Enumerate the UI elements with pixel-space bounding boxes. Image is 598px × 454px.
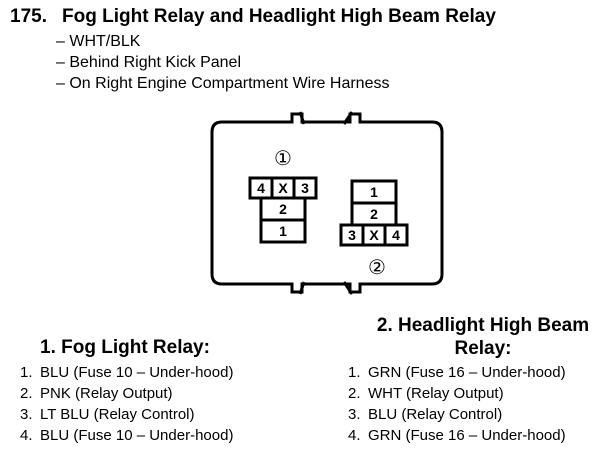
list-item: 4.GRN (Fuse 16 – Under-hood) bbox=[348, 427, 566, 444]
detail-location: – Behind Right Kick Panel bbox=[56, 54, 241, 71]
list-item: 2.WHT (Relay Output) bbox=[348, 385, 504, 402]
relay2-pin-2: 2 bbox=[370, 206, 378, 222]
relay1-pin-2: 2 bbox=[279, 201, 287, 217]
relay2-pin-list: 1.GRN (Fuse 16 – Under-hood) 2.WHT (Rela… bbox=[348, 362, 566, 446]
title-number: 175. bbox=[10, 6, 47, 27]
detail-list: – WHT/BLK – Behind Right Kick Panel – On… bbox=[56, 31, 389, 94]
relay2-pin-x: X bbox=[369, 227, 379, 243]
list-item: 1.BLU (Fuse 10 – Under-hood) bbox=[20, 364, 234, 381]
relay1-pin-3: 3 bbox=[301, 180, 309, 196]
relay2-pin-3: 3 bbox=[348, 227, 356, 243]
relay1-cell-bottom bbox=[259, 218, 307, 244]
relay2-pin-1: 1 bbox=[370, 184, 378, 200]
relay2-marker: ② bbox=[368, 257, 386, 279]
detail-harness: – On Right Engine Compartment Wire Harne… bbox=[56, 75, 390, 92]
list-item: 3.LT BLU (Relay Control) bbox=[20, 406, 195, 423]
connector-housing bbox=[210, 112, 444, 294]
list-item: 4.BLU (Fuse 10 – Under-hood) bbox=[20, 427, 234, 444]
relay1-pin-4: 4 bbox=[257, 180, 265, 196]
relay2-title: 2. Headlight High Beam Relay: bbox=[368, 314, 598, 360]
list-item: 1.GRN (Fuse 16 – Under-hood) bbox=[348, 364, 566, 381]
list-item: 2.PNK (Relay Output) bbox=[20, 385, 173, 402]
title-text: Fog Light Relay and Headlight High Beam … bbox=[62, 6, 496, 27]
page-title: 175. Fog Light Relay and Headlight High B… bbox=[10, 6, 496, 28]
relay1-marker: ① bbox=[274, 148, 292, 170]
list-item: 3.BLU (Relay Control) bbox=[348, 406, 503, 423]
relay2-title-line1: 2. Headlight High Beam bbox=[376, 315, 590, 336]
relay2-cell-bottom-right bbox=[383, 223, 409, 247]
relay1-title: 1. Fog Light Relay: bbox=[40, 337, 210, 358]
relay2-pin-4: 4 bbox=[392, 227, 400, 243]
relay1-pin-1: 1 bbox=[279, 223, 287, 239]
relay1-pin-x: X bbox=[278, 180, 288, 196]
top-latch-left bbox=[298, 111, 354, 125]
relay1-pin-list: 1.BLU (Fuse 10 – Under-hood) 2.PNK (Rela… bbox=[20, 362, 233, 446]
detail-color: – WHT/BLK bbox=[56, 33, 141, 50]
bottom-latch bbox=[298, 281, 354, 295]
relay2-title-line2: Relay: bbox=[454, 338, 512, 359]
